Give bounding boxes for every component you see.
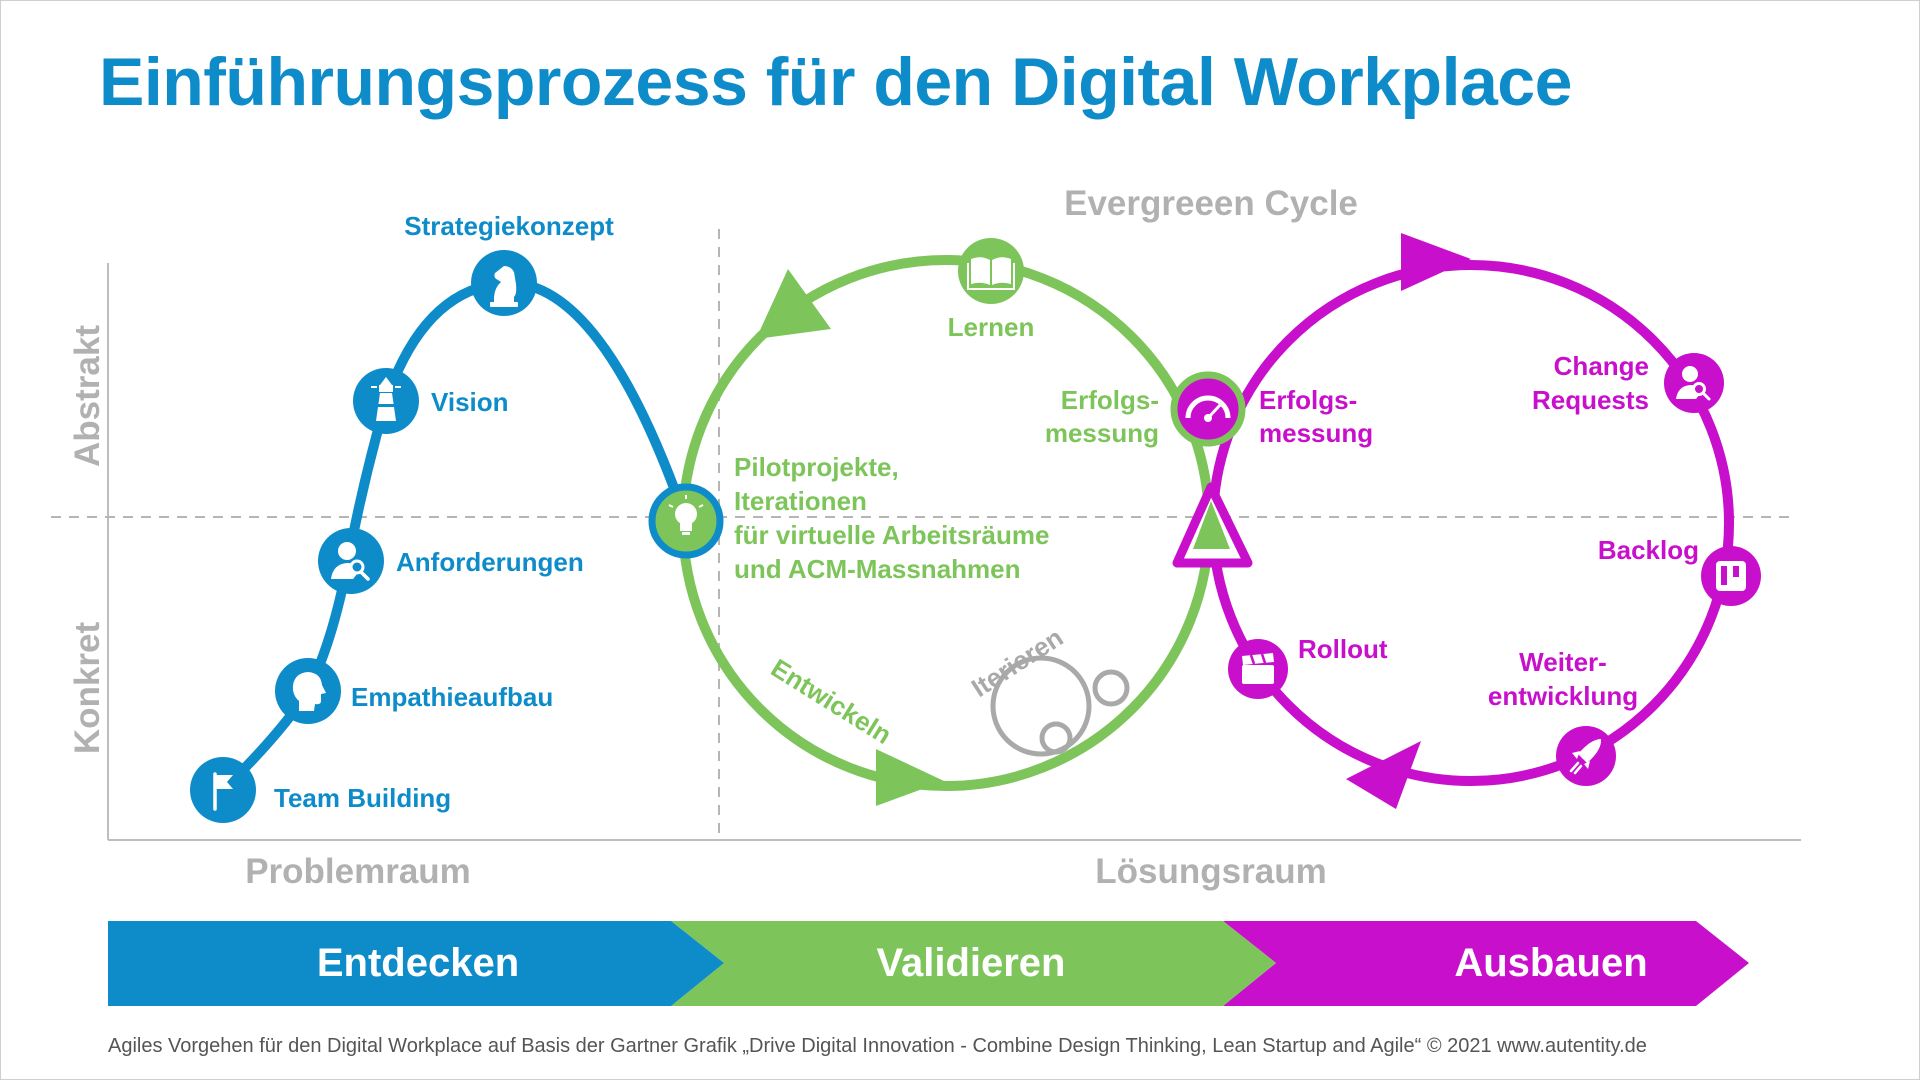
node-weiterentwicklung: Weiter- entwicklung (1488, 647, 1638, 786)
x-axis-left-label: Problemraum (245, 852, 471, 891)
phase-banner: Entdecken Validieren Ausbauen (108, 921, 1749, 1006)
head-profile-icon (292, 672, 326, 711)
user-search-icon (331, 542, 370, 581)
magenta-arrow-bottom (1346, 741, 1421, 809)
node-change-requests: Change Requests (1532, 351, 1724, 415)
footer-credit: Agiles Vorgehen für den Digital Workplac… (108, 1035, 1647, 1057)
phase-validieren-segment (671, 921, 1276, 1006)
phase-entdecken-label: Entdecken (317, 941, 519, 985)
node-erfolgsmessung: Erfolgs- messung Erfolgs- messung (1045, 371, 1373, 448)
node-empathieaufbau: Empathieaufbau (275, 658, 553, 724)
node-strategiekonzept: Strategiekonzept (404, 211, 614, 316)
node-team-building: Team Building (190, 757, 451, 823)
change-line-1: Change (1554, 351, 1649, 381)
pilot-line-4: und ACM-Massnahmen (734, 554, 1021, 584)
x-axis-right-label: Lösungsraum (1095, 852, 1326, 891)
axes: Abstrakt Konkret Problemraum Lösungsraum (51, 229, 1801, 891)
node-label: Empathieaufbau (351, 682, 553, 712)
phase-validieren-label: Validieren (877, 941, 1066, 985)
pilot-line-2: Iterationen (734, 486, 867, 516)
magenta-erfolg-line-1: Erfolgs- (1259, 385, 1357, 415)
iterieren-label: Iterieren (966, 622, 1068, 703)
pilot-line-3: für virtuelle Arbeitsräume (734, 520, 1049, 550)
weiter-line-2: entwicklung (1488, 681, 1638, 711)
green-arrow-top-left (756, 269, 831, 339)
y-axis-bottom-label: Konkret (68, 622, 107, 755)
book-icon (967, 257, 1015, 290)
node-label: Team Building (274, 783, 451, 813)
chess-knight-icon (490, 266, 518, 307)
node-vision: Vision (353, 368, 509, 434)
green-arrow-center (1193, 501, 1230, 549)
node-circle (1664, 353, 1724, 413)
green-arrow-bottom (876, 749, 944, 806)
magenta-arrow-top (1401, 233, 1471, 291)
y-axis-top-label: Abstrakt (68, 325, 107, 467)
node-rollout: Rollout (1228, 634, 1388, 699)
magenta-loop-ring (1208, 260, 1734, 786)
node-circle (958, 238, 1024, 304)
iterieren-large-circle (990, 655, 1092, 757)
node-lernen: Lernen (948, 238, 1035, 342)
node-circle (1170, 371, 1246, 447)
iterieren-small-circle (1092, 669, 1130, 707)
change-line-2: Requests (1532, 385, 1649, 415)
gauge-icon (1185, 395, 1231, 422)
pilot-line-1: Pilotprojekte, (734, 452, 899, 482)
iterieren-small-circle (1039, 721, 1073, 755)
lightbulb-icon (668, 495, 704, 535)
page-title: Einführungsprozess für den Digital Workp… (99, 44, 1572, 120)
flag-icon (213, 772, 233, 811)
node-label: Lernen (948, 312, 1035, 342)
clapperboard-icon (1242, 653, 1274, 684)
node-label: Vision (431, 387, 509, 417)
magenta-erfolg-line-2: messung (1259, 418, 1373, 448)
green-erfolg-line-2: messung (1045, 418, 1159, 448)
lighthouse-icon (371, 377, 401, 421)
magenta-expansion-loop (1172, 233, 1734, 809)
node-pilot: Pilotprojekte, Iterationen für virtuelle… (648, 452, 1049, 584)
node-label: Anforderungen (396, 547, 584, 577)
rocket-icon (1569, 739, 1602, 775)
weiter-line-1: Weiter- (1519, 647, 1607, 677)
node-backlog: Backlog (1598, 535, 1761, 606)
phase-ausbauen-label: Ausbauen (1454, 941, 1647, 985)
node-label: Backlog (1598, 535, 1699, 565)
phase-ausbauen-segment (1223, 921, 1749, 1006)
cycle-title: Evergreeen Cycle (1064, 184, 1358, 223)
kanban-board-icon (1716, 561, 1746, 591)
node-circle (318, 528, 384, 594)
node-label: Strategiekonzept (404, 211, 614, 241)
node-circle (190, 757, 256, 823)
phase-entdecken-segment (108, 921, 724, 1006)
node-label: Rollout (1298, 634, 1388, 664)
node-anforderungen: Anforderungen (318, 528, 584, 594)
green-erfolg-line-1: Erfolgs- (1061, 385, 1159, 415)
user-search-icon (1676, 366, 1711, 401)
